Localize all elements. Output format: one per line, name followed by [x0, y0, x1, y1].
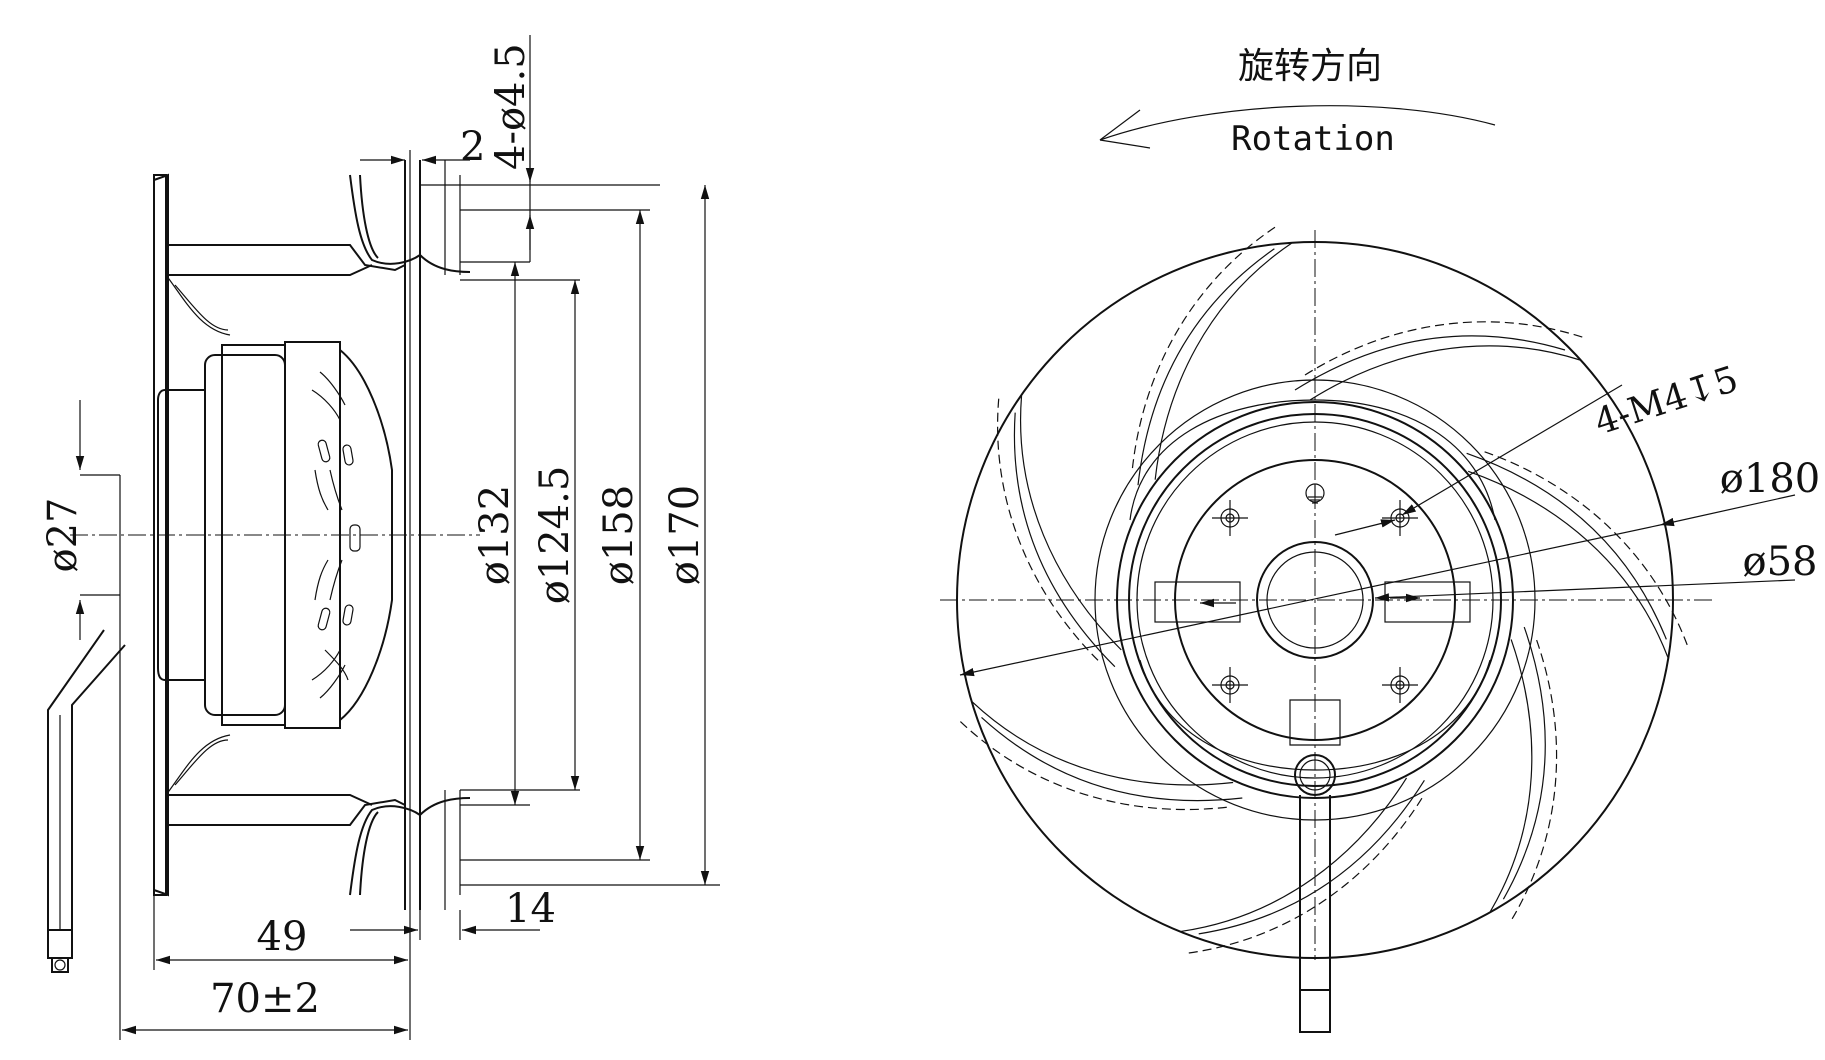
- front-callout-leaders: [959, 384, 1796, 677]
- side-view: 4-ø4.5 2 ø132 ø124.5 ø158 ø170 ø27 49 70…: [40, 35, 720, 1040]
- dim-hole-spec: 4-ø4.5: [488, 43, 534, 170]
- dim-mid-diameter: ø158: [596, 485, 642, 585]
- rotation-label-en: Rotation: [1231, 119, 1395, 159]
- motor-body: [157, 341, 393, 729]
- rotation-indicator: 旋转方向 Rotation: [1099, 46, 1496, 159]
- vent-slots: [311, 371, 361, 699]
- dim-depth-14: 14: [505, 886, 556, 932]
- side-extension-lines: [80, 35, 720, 1040]
- dim-inlet-diameter: ø132: [472, 485, 518, 585]
- back-plate: [153, 173, 169, 897]
- dim-depth-49: 49: [257, 914, 308, 960]
- side-cable: [47, 629, 126, 973]
- callout-hub-diameter: ø58: [1743, 539, 1818, 585]
- upper-shroud: [165, 160, 471, 910]
- mounting-holes: [1212, 500, 1418, 703]
- hub-plate: [1129, 399, 1496, 771]
- impeller-blades: [950, 215, 1702, 969]
- dim-shaft-diameter: ø27: [40, 498, 86, 573]
- callout-impeller-diameter: ø180: [1720, 456, 1820, 502]
- dim-outer-diameter: ø170: [662, 485, 708, 585]
- ground-icon: [1305, 483, 1325, 504]
- front-view: 旋转方向 Rotation: [940, 46, 1820, 1033]
- rotation-label-cn: 旋转方向: [1238, 46, 1382, 87]
- lower-shroud: [165, 734, 471, 910]
- dim-depth-70: 70±2: [210, 976, 320, 1022]
- dim-pcd-diameter: ø124.5: [532, 466, 578, 605]
- side-dimension-lines: [75, 150, 710, 1035]
- impeller: [956, 241, 1674, 959]
- dim-flange-thickness: 2: [460, 124, 485, 170]
- front-cable: [1289, 699, 1341, 1033]
- callout-thread-spec: 4-M4↧5: [1590, 359, 1743, 444]
